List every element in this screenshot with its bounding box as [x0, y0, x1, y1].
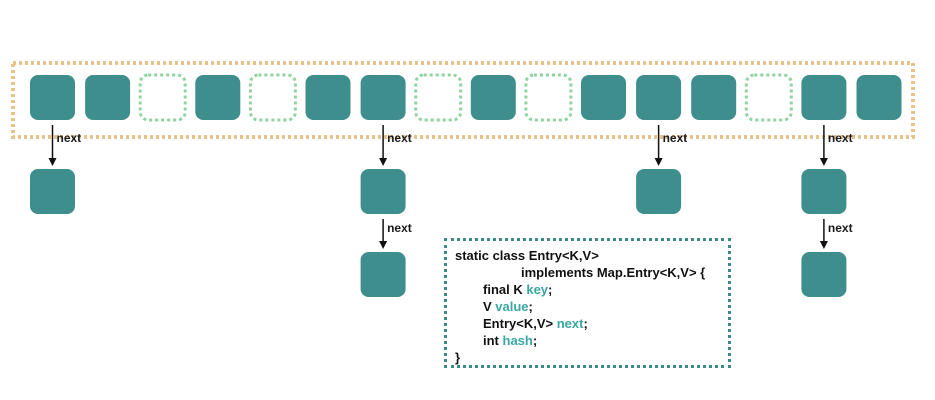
code-line-value-field: V value; [483, 299, 533, 315]
bucket-filled [581, 75, 626, 120]
code-line-hash-field: int hash; [483, 333, 537, 349]
bucket-filled [801, 75, 847, 120]
bucket-filled [470, 75, 516, 120]
code-field-key: key [526, 282, 549, 297]
bucket-filled [195, 75, 241, 120]
bucket-filled [636, 75, 682, 120]
bucket-empty [524, 73, 573, 122]
next-label: next [387, 131, 412, 145]
chain-node [30, 169, 75, 214]
bucket-array [30, 73, 902, 122]
bucket-table-border [11, 61, 915, 139]
bucket-filled [85, 75, 131, 120]
code-semicolon: ; [532, 333, 538, 348]
code-field-value: value [495, 299, 529, 314]
code-semicolon: ; [583, 316, 588, 331]
chain-node [801, 169, 847, 214]
chain-node [360, 169, 406, 214]
bucket-empty [138, 73, 187, 122]
bucket-filled [30, 75, 75, 120]
code-semicolon: ; [548, 282, 553, 297]
code-line-implements: implements Map.Entry<K,V> { [521, 265, 706, 280]
code-type: Entry<K,V> [483, 316, 557, 331]
code-type: final K [483, 282, 527, 297]
code-line-class-decl: static class Entry<K,V> [455, 248, 599, 263]
bucket-filled [360, 75, 406, 120]
next-label: next [828, 131, 853, 145]
bucket-empty [248, 73, 297, 122]
bucket-filled [856, 75, 902, 120]
next-label: next [57, 131, 82, 145]
chain-node [636, 169, 682, 214]
code-field-hash: hash [502, 333, 533, 348]
entry-class-code-box: static class Entry<K,V> implements Map.E… [444, 238, 731, 368]
code-field-next: next [556, 316, 584, 331]
next-label: next [828, 221, 853, 235]
bucket-empty [414, 73, 463, 122]
chain-node [360, 252, 406, 297]
chain-node [801, 252, 847, 297]
bucket-empty [744, 73, 793, 122]
bucket-filled [691, 75, 737, 120]
next-label: next [663, 131, 688, 145]
code-type: V [483, 299, 496, 314]
collision-chains: next next next next next next [30, 125, 853, 297]
code-line-closing-brace: } [455, 350, 461, 365]
code-line-next-field: Entry<K,V> next; [483, 316, 588, 332]
next-label: next [387, 221, 412, 235]
code-line-key-field: final K key; [483, 282, 552, 298]
bucket-filled [305, 75, 351, 120]
code-semicolon: ; [528, 299, 533, 314]
code-type: int [483, 333, 503, 348]
